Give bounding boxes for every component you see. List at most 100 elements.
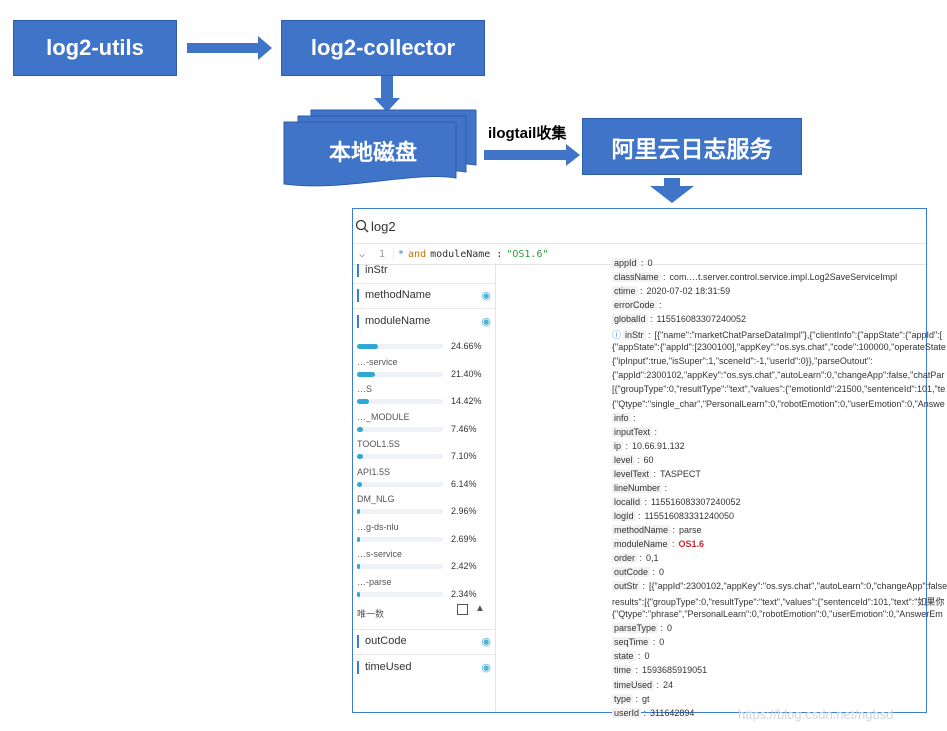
stat-percent: 7.46% [451, 423, 477, 434]
panel-header: log2 [353, 209, 926, 243]
field-modulename[interactable]: moduleName ◉ [357, 313, 491, 329]
eye-icon[interactable]: ◉ [481, 289, 491, 302]
stat-bar[interactable] [357, 426, 443, 432]
arrow-collector-to-disk [374, 76, 400, 112]
record-key: level [612, 454, 635, 465]
log-console-panel: log2 ⌵ 1 * and moduleName : "OS1.6" inSt… [352, 208, 947, 718]
record-row: {"Qtype":"single_char","PersonalLearn":0… [612, 399, 945, 409]
record-key: localId [612, 496, 643, 507]
record-value: results":[{"groupType":0,"resultType":"t… [612, 597, 945, 608]
record-key: methodName [612, 524, 671, 535]
record-row: {"appId":2300102,"appKey":"os.sys.chat",… [612, 370, 944, 380]
record-row: outCode :0 [612, 567, 665, 578]
record-row: type :gt [612, 693, 650, 704]
stat-bar-fill [357, 509, 360, 514]
node-local-disk-label: 本地磁盘 [328, 140, 417, 165]
stat-bar[interactable] [357, 371, 443, 377]
query-bar[interactable]: ⌵ 1 * and moduleName : "OS1.6" [353, 243, 926, 265]
record-row: level :60 [612, 454, 654, 465]
record-row: localId :115516083307240052 [612, 496, 741, 507]
stat-bar[interactable] [357, 509, 443, 514]
stat-bar[interactable] [357, 536, 443, 542]
stat-bar[interactable] [357, 344, 443, 349]
record-row: levelText :TASPECT [612, 468, 701, 479]
record-row: {"Qtype":"phrase","PersonalLearn":0,"rob… [612, 609, 943, 619]
record-row: order :0,1 [612, 553, 659, 564]
record-row: className :com.…t.server.control.service… [612, 272, 898, 283]
record-key: logId [612, 510, 636, 521]
record-key: inputText [612, 426, 653, 437]
stat-percent: 14.42% [451, 396, 482, 406]
stat-bar[interactable] [357, 591, 443, 597]
record-row: globalId :115516083307240052 [612, 314, 746, 325]
record-row: [{"groupType":0,"resultType":"text","val… [612, 384, 945, 394]
stat-percent: 6.14% [451, 478, 477, 489]
logstore-title: log2 [371, 218, 396, 234]
record-key: errorCode [612, 300, 657, 311]
record-value: 115516083331240050 [644, 510, 734, 521]
info-icon[interactable]: ⓘ [612, 330, 622, 341]
local-disk-stack [283, 109, 477, 187]
stat-bar[interactable] [357, 481, 443, 487]
field-outcode[interactable]: outCode ◉ [357, 633, 491, 649]
node-log2-utils: log2-utils [13, 20, 177, 76]
record-key: parseType [612, 623, 659, 634]
record-value: 24 [663, 679, 674, 690]
chart-toggle-icon[interactable] [457, 604, 468, 615]
chevron-down-icon[interactable]: ⌵ [358, 248, 366, 260]
record-key: ctime [612, 286, 638, 297]
stat-label: DM_NLG [357, 494, 395, 504]
field-instr[interactable]: inStr [357, 262, 491, 278]
record-row: appId :0 [612, 258, 653, 268]
stat-bar-fill [357, 564, 360, 569]
search-icon [355, 219, 369, 233]
record-value: 0,1 [646, 553, 659, 564]
record-value: 311642894 [650, 707, 695, 718]
field-methodname[interactable]: methodName ◉ [357, 287, 491, 303]
collapse-up-icon[interactable]: ▲ [475, 603, 485, 614]
stat-bar[interactable] [357, 399, 443, 404]
record-value: {"ipInput":true,"isSuper":1,"sceneId":-1… [612, 356, 873, 367]
stat-label: …s-service [357, 549, 403, 559]
stat-percent: 2.34% [451, 588, 477, 599]
node-aliyun-log-service: 阿里云日志服务 [582, 118, 802, 175]
stat-bar[interactable] [357, 454, 443, 459]
record-key: outStr [612, 581, 641, 592]
stat-percent: 7.10% [451, 451, 477, 461]
record-row: ctime :2020-07-02 18:31:59 [612, 286, 731, 297]
stat-bar-fill [357, 454, 364, 459]
record-row: userId :311642894 [612, 707, 695, 718]
stat-label: …S [357, 384, 373, 394]
arrow-aliyun-to-panel [650, 178, 694, 203]
line-number: 1 [371, 248, 394, 260]
record-value: 0 [667, 623, 673, 634]
stat-label: …-parse [357, 576, 392, 587]
edge-label-ilogtail: ilogtail收集 [488, 125, 567, 142]
stat-label: …-service [357, 356, 398, 367]
record-value: TASPECT [660, 468, 701, 479]
record-row: errorCode : [612, 300, 662, 311]
eye-icon[interactable]: ◉ [481, 635, 491, 648]
stat-bar-fill [357, 426, 364, 432]
record-value: 10.66.91.132 [632, 440, 685, 451]
eye-icon[interactable]: ◉ [481, 315, 491, 328]
record-key: inStr [623, 330, 646, 341]
stat-percent: 2.69% [451, 533, 477, 544]
distinct-count-label: 唯一数 [357, 609, 385, 619]
stat-bar-fill [357, 536, 360, 542]
record-value: 60 [643, 454, 654, 465]
record-value: gt [642, 693, 650, 704]
field-timeused[interactable]: timeUsed ◉ [357, 659, 491, 675]
stat-percent: 2.42% [451, 561, 477, 571]
record-row: outStr :[{"appId":2300102,"appKey":"os.s… [612, 581, 947, 592]
eye-icon[interactable]: ◉ [481, 661, 491, 674]
stat-bar[interactable] [357, 564, 443, 569]
record-row: results":[{"groupType":0,"resultType":"t… [612, 595, 944, 608]
record-value: [{"appId":2300102,"appKey":"os.sys.chat"… [649, 581, 947, 592]
record-key: outCode [612, 567, 651, 578]
record-value: {"appState":{"appId":[2300100],"appKey":… [612, 342, 946, 353]
record-key: ip [612, 440, 624, 451]
record-row: {"appState":{"appId":[2300100],"appKey":… [612, 342, 946, 352]
record-row: methodName :parse [612, 524, 702, 535]
